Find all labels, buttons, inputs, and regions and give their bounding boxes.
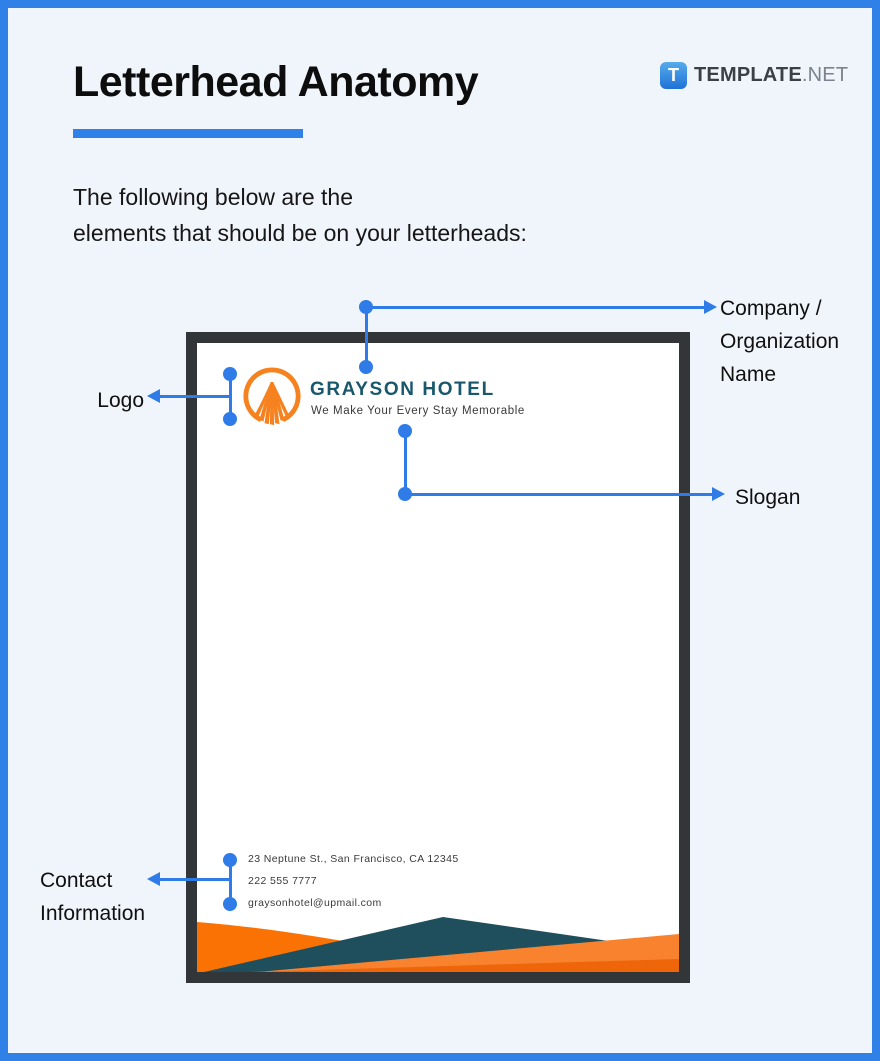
- contact-email: graysonhotel@upmail.com: [248, 897, 382, 909]
- slogan-connector-dot-bottom: [398, 487, 412, 501]
- logo-arrow-left-icon: [147, 389, 160, 403]
- slogan-connector-vline: [403, 431, 407, 494]
- letterhead-page: GRAYSON HOTEL We Make Your Every Stay Me…: [197, 343, 679, 972]
- contact-info-block: 23 Neptune St., San Francisco, CA 12345 …: [248, 848, 459, 914]
- slogan-connector-hline: [405, 492, 712, 496]
- template-net-wordmark: TEMPLATE.NET: [694, 64, 848, 87]
- contact-label-line2: Information: [40, 902, 146, 925]
- intro-line-1: The following below are the: [73, 184, 353, 210]
- company-label-line1: Company /: [720, 297, 822, 320]
- contact-label: Contact Information: [40, 864, 145, 930]
- logo-connector-dot-bottom: [223, 412, 237, 426]
- footer-decoration: [197, 917, 679, 972]
- slogan-connector-dot-top: [398, 424, 412, 438]
- company-label-line3: Name: [720, 363, 777, 386]
- contact-connector-hline: [160, 877, 230, 881]
- slogan-label: Slogan: [735, 486, 801, 509]
- intro-line-2: elements that should be on your letterhe…: [73, 220, 527, 246]
- letterhead-document: GRAYSON HOTEL We Make Your Every Stay Me…: [186, 332, 690, 983]
- logo-label: Logo: [97, 389, 144, 412]
- logo-connector-hline: [160, 394, 230, 398]
- company-connector-vline: [364, 307, 368, 367]
- company-connector-dot-bottom: [359, 360, 373, 374]
- page-title: Letterhead Anatomy: [73, 58, 479, 106]
- company-arrow-right-icon: [704, 300, 717, 314]
- template-t-icon: T: [660, 62, 687, 89]
- company-name-text: GRAYSON HOTEL: [310, 379, 495, 400]
- contact-address: 23 Neptune St., San Francisco, CA 12345: [248, 853, 459, 865]
- template-net-logo: T TEMPLATE.NET: [660, 62, 848, 89]
- contact-phone: 222 555 7777: [248, 875, 318, 887]
- title-underline: [73, 129, 303, 138]
- brand-name-light: .NET: [801, 64, 849, 86]
- company-label: Company / Organization Name: [720, 292, 839, 391]
- brand-name-bold: TEMPLATE: [694, 64, 802, 86]
- logo-connector-vline: [228, 372, 232, 420]
- contact-connector-vline: [228, 858, 232, 906]
- intro-text: The following below are the elements tha…: [73, 179, 527, 251]
- contact-label-line1: Contact: [40, 869, 113, 892]
- slogan-text: We Make Your Every Stay Memorable: [311, 405, 525, 417]
- slogan-arrow-right-icon: [712, 487, 725, 501]
- company-connector-hline: [366, 305, 704, 309]
- contact-connector-dot-top: [223, 853, 237, 867]
- contact-arrow-left-icon: [147, 872, 160, 886]
- logo-connector-dot-top: [223, 367, 237, 381]
- contact-connector-dot-bottom: [223, 897, 237, 911]
- hotel-logo-icon: [243, 367, 301, 426]
- company-connector-dot-top: [359, 300, 373, 314]
- company-label-line2: Organization: [720, 330, 840, 353]
